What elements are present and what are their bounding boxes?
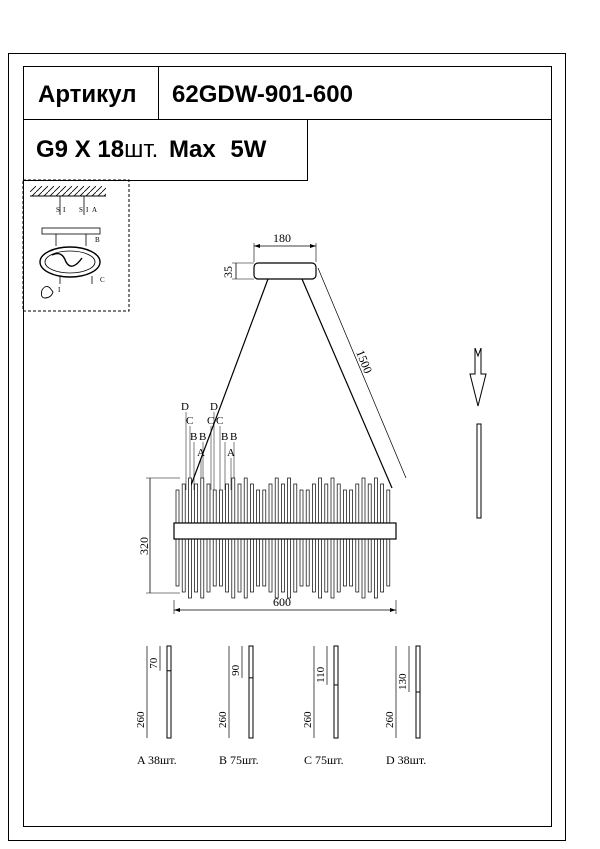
inset-mount-plate [41, 227, 101, 235]
dim-canopy-width: 180 [273, 231, 291, 245]
inset-label-b: B [95, 236, 100, 244]
lamp-mult: X [74, 136, 91, 163]
hand-icon [40, 285, 54, 299]
tube-spec-a: 70 260 A 38шт. [135, 645, 177, 767]
tube-specs: 70 260 A 38шт. 90 260 B 75шт. 110 260 C 75шт. 130… [135, 645, 426, 767]
power-value: 5W [230, 136, 267, 163]
power-label: Max [169, 136, 216, 163]
long-dim-label: 260 [217, 711, 229, 728]
lamp-unit: шт. [124, 136, 159, 163]
dim-canopy-height: 35 [221, 266, 235, 278]
single-tube-side [476, 423, 482, 519]
long-dim-label: 260 [384, 711, 396, 728]
article-value-cell [158, 66, 552, 120]
tube-label-c3: C [216, 415, 223, 427]
dim-suspension: 1500 [353, 348, 375, 375]
lamp-spec: G9 X 18шт. Max 5W [36, 138, 266, 162]
short-dim-label: 110 [315, 666, 327, 683]
article-label: Артикул [38, 81, 137, 108]
tube-spec-c: 110 260 C 75шт. [302, 645, 344, 767]
inset-label-a: A [92, 206, 97, 214]
down-arrow-icon [469, 347, 487, 407]
tube-count-label: D 38шт. [386, 753, 426, 767]
short-dim-label: 70 [148, 657, 160, 669]
ceiling-hatch [30, 186, 106, 196]
tube-count-label: B 75шт. [219, 753, 259, 767]
short-dim-label: 90 [230, 664, 242, 676]
suspension-cable-right [301, 278, 393, 489]
tube-label-c1: C [186, 415, 193, 427]
installation-inset: S I S I A B C I [22, 179, 130, 312]
dim-height: 320 [137, 537, 151, 555]
inset-label-s1: S [56, 206, 60, 214]
tube-label-b3: B [221, 431, 228, 443]
inset-label-i2: I [86, 206, 89, 214]
tube-label-b2: B [199, 431, 206, 443]
power-cell [23, 119, 308, 181]
tube-body [248, 645, 254, 739]
tube-count-label: A 38шт. [137, 753, 177, 767]
long-dim-label: 260 [302, 711, 314, 728]
tube-body [333, 645, 339, 739]
tube-label-a2: A [227, 447, 235, 459]
tube-label-c2: C [207, 415, 214, 427]
tube-label-d2: D [210, 401, 218, 413]
inset-label-i3: I [58, 286, 61, 294]
tube-label-b4: B [230, 431, 237, 443]
canopy-body [253, 262, 317, 280]
lamp-base: G9 [36, 136, 69, 163]
tube-label-a1: A [197, 447, 205, 459]
inset-label-i1: I [63, 206, 66, 214]
inset-label-s2: S [79, 206, 83, 214]
article-value: 62GDW-901-600 [172, 81, 353, 108]
inset-label-c: C [100, 276, 105, 284]
tube-spec-d: 130 260 D 38шт. [384, 645, 426, 767]
tube-spec-b: 90 260 B 75шт. [217, 645, 259, 767]
long-dim-label: 260 [135, 711, 147, 728]
inset-fixture-ring [39, 246, 101, 278]
inset-wires [51, 252, 83, 267]
short-dim-label: 130 [397, 673, 409, 690]
outer-frame [8, 53, 566, 841]
canopy: 180 35 [221, 231, 317, 280]
tube-label-b1: B [190, 431, 197, 443]
dim-width: 600 [273, 595, 291, 609]
tube-count-label: C 75шт. [304, 753, 344, 767]
inset-border [22, 179, 130, 312]
tube-label-d1: D [181, 401, 189, 413]
tube-label-group: D D C C C B B B B A A [181, 401, 237, 490]
lamp-count: 18 [97, 136, 125, 163]
tube-body [166, 645, 172, 739]
fixture-band [173, 522, 397, 540]
